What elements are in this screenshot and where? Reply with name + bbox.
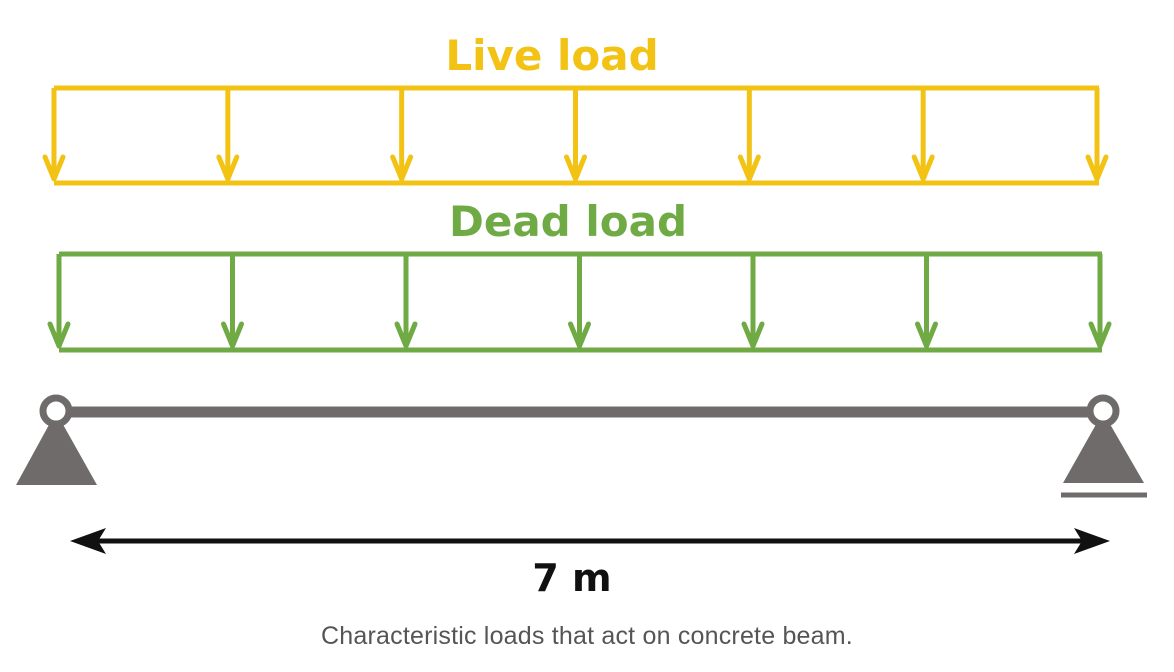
roller-support-triangle (1063, 412, 1144, 483)
figure-caption: Characteristic loads that act on concret… (321, 622, 853, 650)
dead-load-arrow-down-icon (47, 321, 71, 349)
live-load-arrow-down-icon (911, 154, 935, 182)
pinned-support-triangle (16, 412, 97, 485)
dead-load-arrow-down-icon (221, 321, 244, 349)
dead-load-arrow-down-icon (1088, 321, 1112, 349)
pinned-support-hinge (39, 394, 73, 428)
live-load-arrow-down-icon (1085, 154, 1109, 182)
dead-load-arrows (47, 254, 1112, 349)
dead-load-arrow-down-icon (741, 321, 765, 349)
roller-support-icon (1061, 394, 1147, 498)
live-load-arrow-down-icon (390, 154, 414, 182)
live-load-arrow-down-icon (737, 154, 761, 182)
roller-support-hinge (1086, 394, 1120, 428)
live-load-group: Live load (42, 31, 1109, 186)
pinned-support-icon (16, 394, 97, 485)
dead-load-label: Dead load (449, 197, 687, 246)
span-arrow-left-icon (70, 528, 106, 554)
live-load-arrow-down-icon (216, 154, 240, 182)
live-load-arrow-down-icon (564, 154, 587, 182)
dead-load-arrow-down-icon (394, 321, 418, 349)
span-length-label: 7 m (532, 556, 611, 600)
live-load-arrow-down-icon (42, 154, 66, 182)
span-arrow-right-icon (1074, 528, 1110, 554)
live-load-label: Live load (445, 31, 658, 80)
dead-load-arrow-down-icon (915, 321, 938, 349)
live-load-arrows (42, 88, 1109, 182)
dead-load-group: Dead load (47, 197, 1112, 353)
span-dimension: 7 m (70, 528, 1110, 600)
dead-load-arrow-down-icon (568, 321, 591, 349)
